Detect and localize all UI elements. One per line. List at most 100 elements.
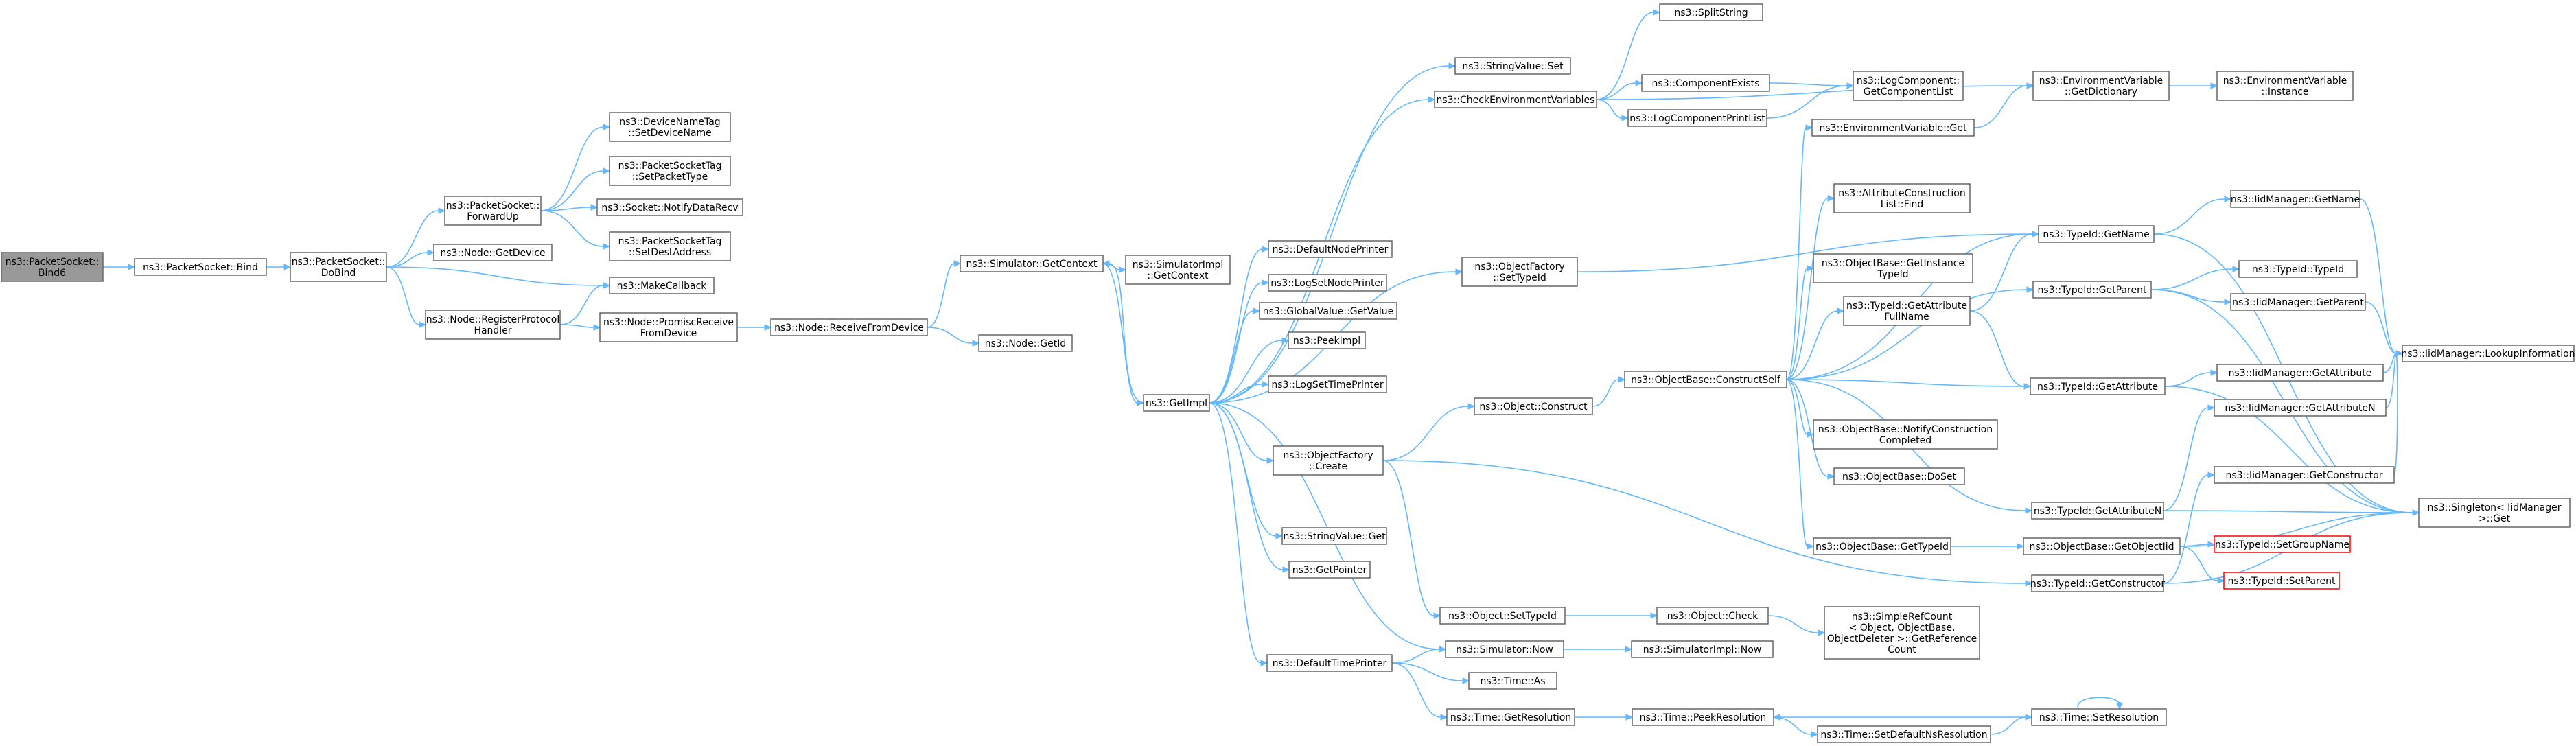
node-forwardup[interactable]: ns3::PacketSocket::ForwardUp <box>444 196 542 226</box>
node-objsettypeid[interactable]: ns3::Object::SetTypeId <box>1439 607 1566 625</box>
node-tidgetctor[interactable]: ns3::TypeId::GetConstructor <box>2030 574 2165 592</box>
node-timepeekres[interactable]: ns3::Time::PeekResolution <box>1632 708 1774 726</box>
node-envinstance[interactable]: ns3::EnvironmentVariable::Instance <box>2216 71 2354 101</box>
node-iidgetparent[interactable]: ns3::IidManager::GetParent <box>2230 293 2366 311</box>
edge-logcompprintlist-to-getcomplist <box>1766 82 1855 119</box>
node-makecallback[interactable]: ns3::MakeCallback <box>609 277 715 294</box>
node-logsetnodeprinter[interactable]: ns3::LogSetNodePrinter <box>1268 274 1387 292</box>
node-iidgetattr[interactable]: ns3::IidManager::GetAttribute <box>2216 364 2384 382</box>
node-setdevname[interactable]: ns3::DeviceNameTag::SetDeviceName <box>609 112 731 142</box>
edge-iidgetparent-to-lookupinfo <box>2365 301 2404 357</box>
node-tidgetparent[interactable]: ns3::TypeId::GetParent <box>2032 281 2152 299</box>
node-box <box>1281 527 1387 545</box>
node-timeas[interactable]: ns3::Time::As <box>1468 672 1557 690</box>
node-getpointer[interactable]: ns3::GetPointer <box>1288 561 1371 579</box>
edge-iidgetctor-to-lookupinfo <box>2393 350 2404 476</box>
node-timesetdefns[interactable]: ns3::Time::SetDefaultNsResolution <box>1817 725 1991 743</box>
node-deftimeprinter[interactable]: ns3::DefaultTimePrinter <box>1266 654 1393 672</box>
node-dobind[interactable]: ns3::PacketSocket::DoBind <box>290 252 387 282</box>
node-defnodeprinter[interactable]: ns3::DefaultNodePrinter <box>1268 240 1393 258</box>
node-getdevice[interactable]: ns3::Node::GetDevice <box>433 244 553 261</box>
node-getobjectiid[interactable]: ns3::ObjectBase::GetObjectIid <box>2023 537 2181 555</box>
node-setparent[interactable]: ns3::TypeId::SetParent <box>2223 572 2340 590</box>
node-objcheck[interactable]: ns3::Object::Check <box>1656 607 1769 625</box>
node-label: ns3::Time::As <box>1480 676 1545 687</box>
edge-line <box>1973 85 2028 128</box>
node-bind6[interactable]: ns3::PacketSocket::Bind6 <box>1 252 104 282</box>
node-simgetctx[interactable]: ns3::Simulator::GetContext <box>960 255 1104 272</box>
node-notifydatarecv[interactable]: ns3::Socket::NotifyDataRecv <box>596 198 743 216</box>
node-setgroupname[interactable]: ns3::TypeId::SetGroupName <box>2214 535 2351 553</box>
node-objconstruct[interactable]: ns3::Object::Construct <box>1474 397 1593 415</box>
node-checkenv[interactable]: ns3::CheckEnvironmentVariables <box>1434 91 1597 108</box>
edge-objcheck-to-simplerefcount <box>1767 615 1826 636</box>
node-iidgetname[interactable]: ns3::IidManager::GetName <box>2230 190 2360 208</box>
node-box <box>1659 3 1763 21</box>
node-logcompprintlist[interactable]: ns3::LogComponentPrintList <box>1627 109 1767 127</box>
node-obgettypeid[interactable]: ns3::ObjectBase::GetTypeId <box>1813 537 1951 555</box>
node-box <box>1853 71 1964 101</box>
edge-getimpl-to-defnodeprinter <box>1209 246 1270 404</box>
node-tidtypeid[interactable]: ns3::TypeId::TypeId <box>2238 260 2358 278</box>
edge-regproto-to-promisc <box>559 324 601 331</box>
edge-line <box>2164 372 2212 387</box>
node-bind[interactable]: ns3::PacketSocket::Bind <box>134 258 267 276</box>
edge-arrowhead <box>1253 307 1261 314</box>
node-nodegetid[interactable]: ns3::Node::GetId <box>978 334 1073 352</box>
node-timegetres[interactable]: ns3::Time::GetResolution <box>1446 708 1575 726</box>
node-notifyconstruct[interactable]: ns3::ObjectBase::NotifyConstructionCompl… <box>1813 419 1998 450</box>
node-getcomplist[interactable]: ns3::LogComponent::GetComponentList <box>1853 71 1964 101</box>
node-getimpl[interactable]: ns3::GetImpl <box>1143 394 1210 412</box>
node-svset[interactable]: ns3::StringValue::Set <box>1454 57 1571 75</box>
edge-arrowhead <box>1827 195 1835 202</box>
node-box <box>1446 708 1575 726</box>
node-label: Completed <box>1879 435 1931 446</box>
node-svget[interactable]: ns3::StringValue::Get <box>1281 527 1387 545</box>
node-splitstring[interactable]: ns3::SplitString <box>1659 3 1763 21</box>
node-tidgetname[interactable]: ns3::TypeId::GetName <box>2038 225 2155 243</box>
node-constructself[interactable]: ns3::ObjectBase::ConstructSelf <box>1624 371 1787 388</box>
node-gvgetvalue[interactable]: ns3::GlobalValue::GetValue <box>1259 302 1397 320</box>
node-label: ns3::GlobalValue::GetValue <box>1263 306 1393 317</box>
edge-getimpl-to-simgetctx <box>1102 260 1144 404</box>
edge-arrowhead <box>1260 660 1268 666</box>
node-implgetctx[interactable]: ns3::SimulatorImpl::GetContext <box>1125 255 1231 285</box>
edge-line <box>386 266 604 286</box>
node-envgetdict[interactable]: ns3::EnvironmentVariable::GetDictionary <box>2032 71 2170 101</box>
edge-line <box>1209 402 1262 664</box>
node-tidgetattr[interactable]: ns3::TypeId::GetAttribute <box>2030 377 2166 395</box>
node-lookupinfo[interactable]: ns3::IidManager::LookupInformation <box>2401 345 2575 362</box>
node-ofcreate[interactable]: ns3::ObjectFactory::Create <box>1273 445 1384 476</box>
edge-getattrn-to-iidgetattrn <box>2163 404 2216 511</box>
node-simnow[interactable]: ns3::Simulator::Now <box>1445 640 1564 658</box>
edge-getimpl-to-getpointer <box>1209 402 1290 573</box>
node-iidgetattrn[interactable]: ns3::IidManager::GetAttributeN <box>2214 399 2387 417</box>
node-simplerefcount[interactable]: ns3::SimpleRefCount< Object, ObjectBase,… <box>1824 606 1980 660</box>
edge-regproto-to-makecallback <box>559 282 611 325</box>
node-compexists[interactable]: ns3::ComponentExists <box>1641 74 1770 92</box>
node-box <box>1627 109 1767 127</box>
node-envget[interactable]: ns3::EnvironmentVariable::Get <box>1811 119 1975 137</box>
node-singletonget[interactable]: ns3::Singleton< IidManager>::Get <box>2418 498 2571 528</box>
node-ofsettypeid[interactable]: ns3::ObjectFactory::SetTypeId <box>1461 257 1578 287</box>
node-label: ns3::IidManager::GetAttributeN <box>2225 403 2375 414</box>
node-recvfromdev[interactable]: ns3::Node::ReceiveFromDevice <box>770 318 928 336</box>
edge-ofcreate-to-objsettypeid <box>1382 460 1441 619</box>
node-getattrn[interactable]: ns3::TypeId::GetAttributeN <box>2031 502 2164 520</box>
node-doset[interactable]: ns3::ObjectBase::DoSet <box>1833 467 1965 485</box>
node-timesetres[interactable]: ns3::Time::SetResolution <box>2031 708 2167 726</box>
node-iidgetctor[interactable]: ns3::IidManager::GetConstructor <box>2214 466 2395 484</box>
edge-line <box>1786 127 1807 380</box>
node-setdestaddr[interactable]: ns3::PacketSocketTag::SetDestAddress <box>609 231 731 261</box>
node-logsettimeprinter[interactable]: ns3::LogSetTimePrinter <box>1268 375 1387 393</box>
node-setpkttype[interactable]: ns3::PacketSocketTag::SetPacketType <box>609 156 731 186</box>
node-peekimpl[interactable]: ns3::PeekImpl <box>1288 331 1366 349</box>
edge-arrowhead <box>1262 279 1270 286</box>
node-simimplnow[interactable]: ns3::SimulatorImpl::Now <box>1631 640 1774 658</box>
node-box <box>1445 640 1564 658</box>
